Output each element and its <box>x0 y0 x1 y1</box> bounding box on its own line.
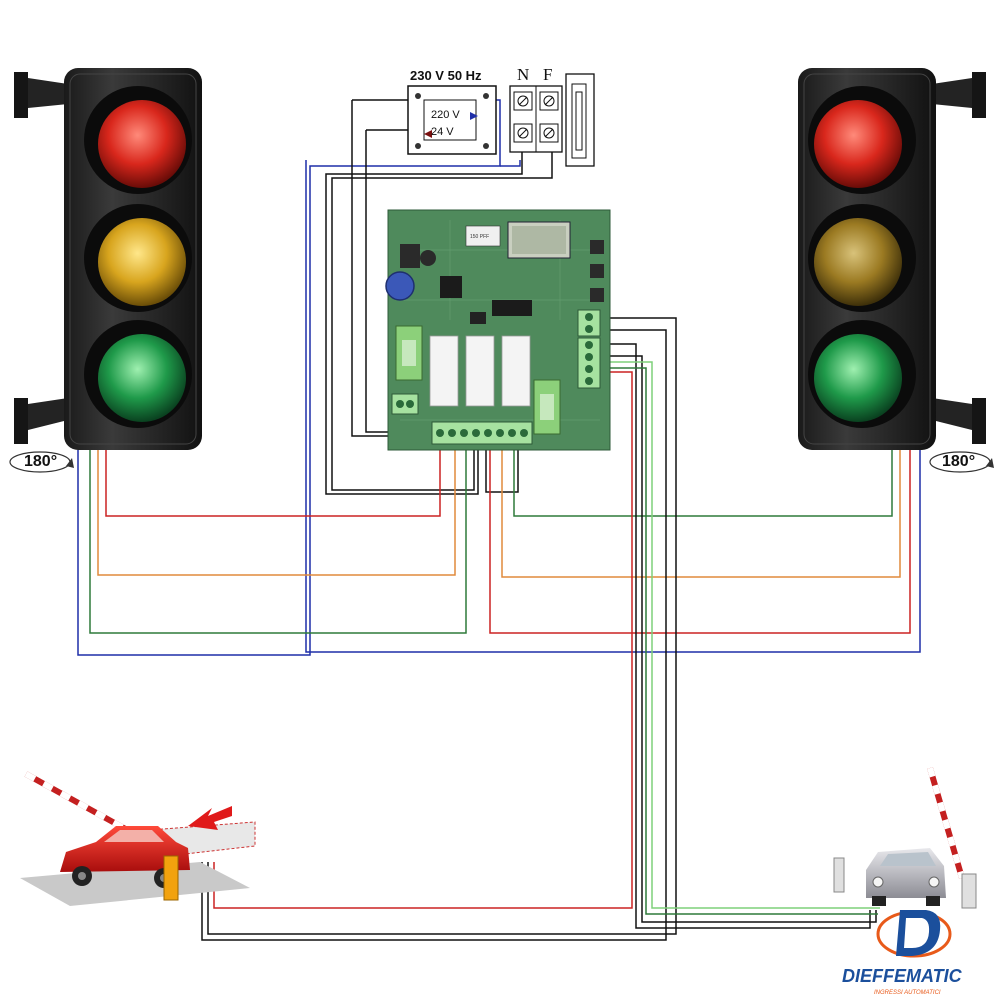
green-wire-loop <box>600 367 878 915</box>
red-lamp-right <box>814 100 902 188</box>
black-wire-loop-4 <box>600 355 877 923</box>
rotation-icon-right <box>929 451 994 473</box>
transformer <box>407 85 497 155</box>
wires <box>77 99 921 941</box>
relay-2 <box>465 335 495 407</box>
capacitor <box>385 271 415 301</box>
black-wire <box>325 99 553 495</box>
yellow-lamp-left <box>98 218 186 306</box>
orange-wire-left <box>97 444 456 576</box>
relay-1 <box>429 335 459 407</box>
traffic-light-left <box>14 68 202 450</box>
barrier-scene-right <box>833 767 977 909</box>
brand-name: DIEFFEMATIC <box>842 966 963 986</box>
transformer-title: 230 V 50 Hz <box>410 68 482 83</box>
rotation-icon-left <box>9 451 74 473</box>
orange-wire-right <box>501 444 901 578</box>
arrow-icon <box>188 806 232 830</box>
black-wire-loop <box>207 317 677 935</box>
green-wire-right <box>513 444 893 517</box>
transformer-primary-label: 220 V <box>431 109 460 121</box>
blue-wire <box>77 99 921 656</box>
relay-3 <box>501 335 531 407</box>
green-lamp-right <box>814 334 902 422</box>
brand-tagline: INGRESSI AUTOMATICI <box>874 990 941 996</box>
black-wire-loop-2 <box>201 329 667 941</box>
red-lamp-left <box>98 100 186 188</box>
rotation-label-left: 180° <box>24 453 57 470</box>
chip-label: 150 PFF <box>470 234 489 240</box>
traffic-light-right <box>798 68 986 450</box>
red-wire-right <box>489 444 911 634</box>
green-wire-left <box>89 444 467 634</box>
lightgreen-wire-loop <box>600 361 880 909</box>
phase-label: F <box>543 65 552 84</box>
control-board: 150 PFF <box>385 209 611 451</box>
green-lamp-left <box>98 334 186 422</box>
yellow-lamp-right <box>814 218 902 306</box>
transformer-secondary-label: 24 V <box>431 126 454 138</box>
barrier-scene-left <box>20 771 256 906</box>
mains-terminal-block <box>509 85 563 153</box>
red-wire-left <box>105 444 441 517</box>
fuse-holder <box>565 73 595 167</box>
red-wire-loop <box>213 371 633 909</box>
neutral-label: N <box>517 65 529 84</box>
rotation-label-right: 180° <box>942 453 975 470</box>
brand-logo-icon <box>876 910 952 958</box>
